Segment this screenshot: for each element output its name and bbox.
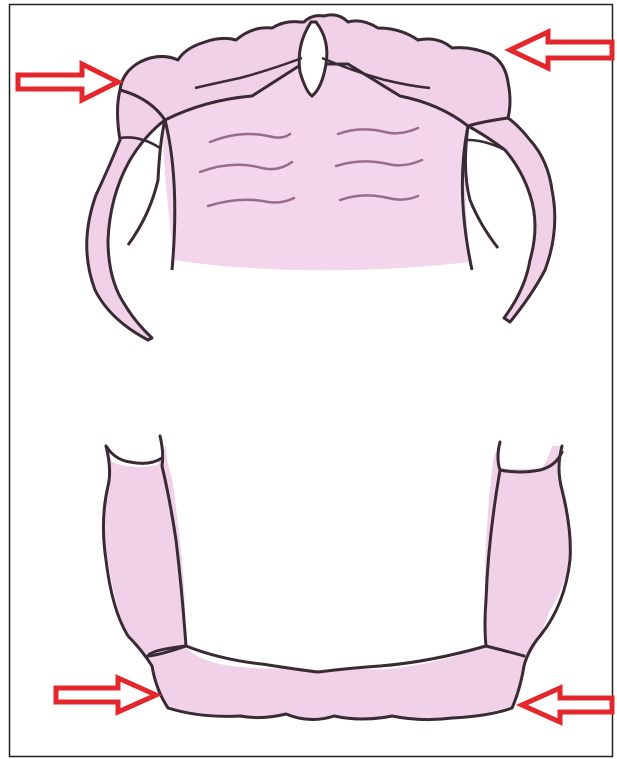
arrow-lower-right [522,688,612,722]
arrow-upper-right [510,32,612,68]
lower-arch [103,436,572,720]
upper-arch [87,15,555,340]
lower-left-cap [106,446,162,463]
arrow-upper-left [18,64,118,100]
arrow-lower-left [56,678,156,712]
lower-ridge [104,446,572,720]
